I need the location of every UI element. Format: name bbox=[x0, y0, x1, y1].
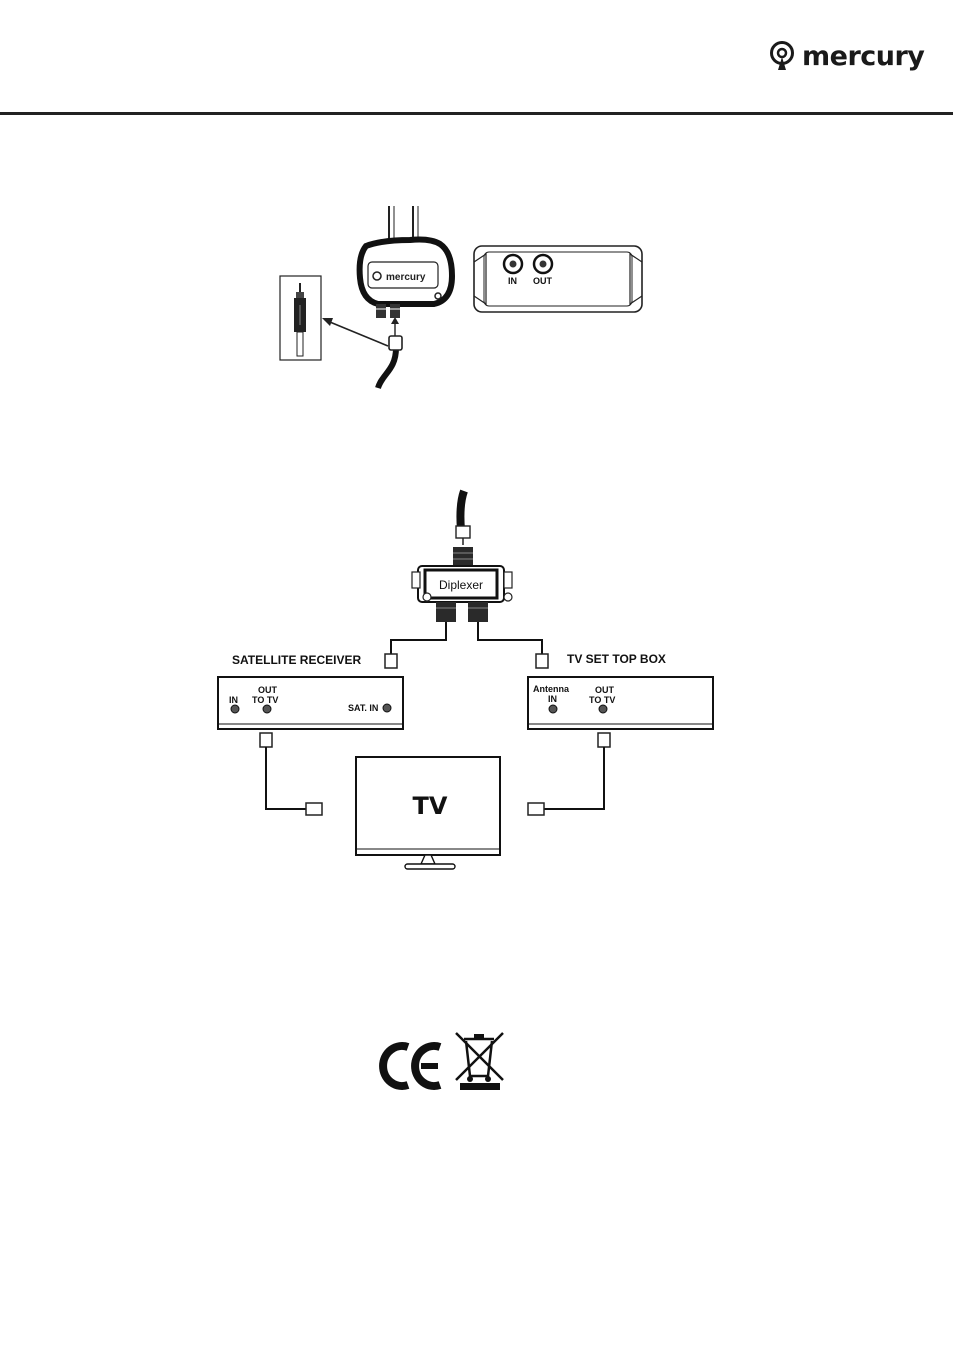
indoor-unit-out-label: OUT bbox=[533, 277, 552, 286]
antenna-cable bbox=[456, 491, 470, 545]
diplexer-cables bbox=[385, 622, 548, 668]
set-top-box-title: TV SET TOP BOX bbox=[567, 652, 666, 666]
satellite-sat-in-label: SAT. IN bbox=[348, 704, 378, 713]
diplexer-label: Diplexer bbox=[439, 578, 483, 592]
device-logo-text: mercury bbox=[386, 272, 426, 283]
settop-to-tv-label: TO TV bbox=[589, 696, 615, 705]
satellite-to-tv-label: TO TV bbox=[252, 696, 278, 705]
figure1-indoor-unit bbox=[474, 246, 642, 312]
figure1-cable-arrow bbox=[322, 317, 402, 388]
satellite-in-label: IN bbox=[229, 696, 238, 705]
diplexer: Diplexer bbox=[412, 547, 512, 622]
ce-mark-icon bbox=[383, 1046, 440, 1086]
tv-illustration: TV bbox=[356, 757, 500, 869]
figure1-connector-inset bbox=[280, 276, 321, 360]
satellite-receiver-title: SATELLITE RECEIVER bbox=[232, 653, 361, 667]
settop-antenna-label: Antenna bbox=[533, 685, 569, 694]
tv-label: TV bbox=[413, 792, 448, 820]
indoor-unit-in-label: IN bbox=[508, 277, 517, 286]
settop-antenna-in-label: IN bbox=[548, 695, 557, 704]
figure1-outdoor-unit: mercury bbox=[360, 206, 452, 318]
settop-out-label: OUT bbox=[595, 686, 614, 695]
satellite-out-label: OUT bbox=[258, 686, 277, 695]
weee-bin-icon bbox=[456, 1033, 503, 1090]
